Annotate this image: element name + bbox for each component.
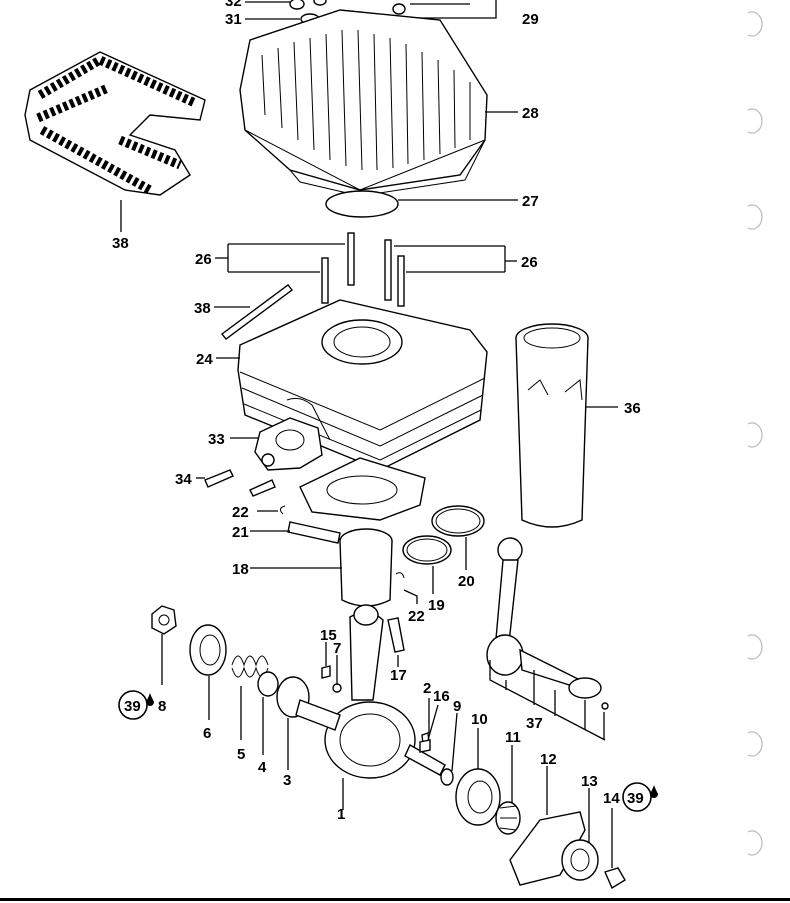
label-2: 2 bbox=[423, 680, 431, 697]
binder-hole-icon bbox=[747, 108, 763, 134]
dowel-rod bbox=[214, 284, 293, 340]
label-7: 7 bbox=[333, 640, 341, 657]
label-11: 11 bbox=[505, 729, 521, 746]
head-gasket bbox=[325, 190, 518, 218]
reed-gasket-assembly bbox=[24, 51, 206, 232]
label-19: 19 bbox=[428, 597, 445, 614]
label-33: 33 bbox=[208, 431, 225, 448]
spare-crankshaft bbox=[486, 537, 609, 741]
binder-holes bbox=[747, 11, 763, 856]
base-gasket bbox=[299, 457, 426, 521]
label-20: 20 bbox=[458, 573, 475, 590]
piston bbox=[250, 505, 485, 607]
label-1: 1 bbox=[337, 806, 345, 823]
label-5: 5 bbox=[237, 746, 245, 763]
label-26-left: 26 bbox=[195, 251, 212, 268]
label-24: 24 bbox=[196, 351, 213, 368]
oil-marker-left bbox=[118, 690, 154, 720]
label-17: 17 bbox=[390, 667, 407, 684]
label-26-right: 26 bbox=[521, 254, 538, 271]
part-labels: 32 31 29 28 27 38 26 26 38 24 36 33 34 2… bbox=[112, 0, 644, 823]
label-38-lower: 38 bbox=[194, 300, 211, 317]
label-9: 9 bbox=[453, 698, 461, 715]
oil-drop-icon bbox=[650, 785, 658, 798]
crank-left-parts bbox=[151, 605, 310, 770]
binder-hole-icon bbox=[747, 11, 763, 37]
label-22-upper: 22 bbox=[232, 504, 249, 521]
cylinder-studs bbox=[215, 232, 517, 307]
binder-hole-icon bbox=[747, 204, 763, 230]
main-crankshaft bbox=[295, 604, 446, 810]
label-8: 8 bbox=[158, 698, 166, 715]
oil-marker-right bbox=[622, 782, 658, 812]
cylinder-head bbox=[239, 9, 518, 197]
crank-right-parts bbox=[440, 712, 626, 890]
label-3: 3 bbox=[283, 772, 291, 789]
cylinder-liner bbox=[515, 323, 618, 528]
label-21: 21 bbox=[232, 524, 249, 541]
label-39-left: 39 bbox=[124, 698, 141, 715]
binder-hole-icon bbox=[747, 422, 763, 448]
piston-pin-set bbox=[250, 505, 341, 544]
label-32: 32 bbox=[225, 0, 242, 10]
label-34: 34 bbox=[175, 471, 192, 488]
label-4: 4 bbox=[258, 759, 267, 776]
label-31: 31 bbox=[225, 11, 242, 28]
label-16: 16 bbox=[433, 688, 450, 705]
label-27: 27 bbox=[522, 193, 539, 210]
label-13: 13 bbox=[581, 773, 598, 790]
binder-hole-icon bbox=[747, 634, 763, 660]
label-28: 28 bbox=[522, 105, 539, 122]
label-36: 36 bbox=[624, 400, 641, 417]
label-15: 15 bbox=[320, 627, 337, 644]
intake-manifold bbox=[196, 417, 323, 497]
label-18: 18 bbox=[232, 561, 249, 578]
label-38-upper: 38 bbox=[112, 235, 129, 252]
label-10: 10 bbox=[471, 711, 488, 728]
binder-hole-icon bbox=[747, 731, 763, 757]
label-29: 29 bbox=[522, 11, 539, 28]
label-37: 37 bbox=[526, 715, 543, 732]
label-22-lower: 22 bbox=[408, 608, 425, 625]
oil-callout-circle bbox=[118, 690, 148, 720]
oil-callout-circle bbox=[622, 782, 652, 812]
label-14: 14 bbox=[603, 790, 620, 807]
binder-hole-icon bbox=[747, 830, 763, 856]
bottom-rule bbox=[0, 898, 790, 901]
oil-drop-icon bbox=[146, 693, 154, 706]
label-12: 12 bbox=[540, 751, 557, 768]
label-6: 6 bbox=[203, 725, 211, 742]
label-39-right: 39 bbox=[627, 790, 644, 807]
